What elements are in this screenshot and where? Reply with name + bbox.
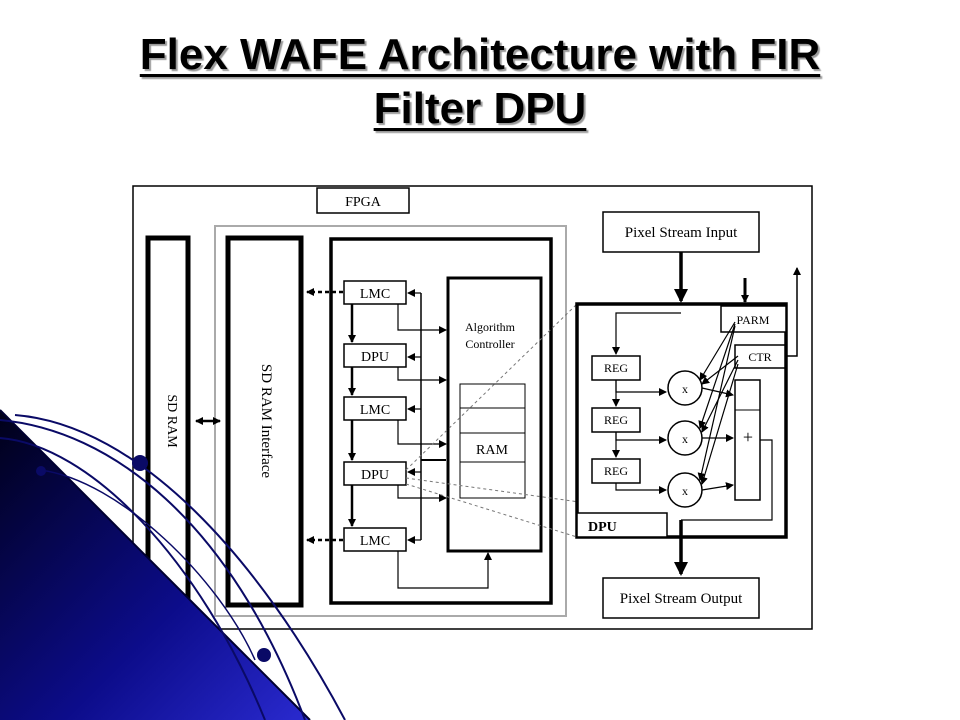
coefficient-wiring [697, 321, 739, 485]
parm-label: PARM [737, 313, 770, 327]
multiplier-2: x [667, 420, 703, 456]
ctr-label: CTR [748, 350, 771, 364]
pixel-stream-output-box [602, 577, 760, 619]
pixel-stream-output-label: Pixel Stream Output [620, 591, 743, 607]
svg-text:x: x [682, 382, 688, 396]
svg-text:REG: REG [604, 413, 628, 427]
decor-dot-2 [36, 466, 46, 476]
multiplier-3: x [667, 472, 703, 508]
adder-symbol: + [743, 427, 753, 447]
dpu-detail-label: DPU [588, 520, 617, 535]
decorative-corner [0, 409, 346, 720]
sdram-interface-label: SD RAM Interface [258, 364, 274, 478]
svg-text:REG: REG [604, 361, 628, 375]
svg-text:LMC: LMC [360, 534, 390, 549]
interface-dashed-arrows [306, 288, 343, 544]
multiplier-1: x [667, 370, 703, 406]
title-line-1: Flex WAFE Architecture with FIR [139, 30, 821, 79]
ram-label: RAM [476, 443, 508, 458]
chain-block-3: LMC [343, 396, 407, 421]
fpga-label-box [316, 187, 410, 214]
title-line-2: Filter DPU [373, 84, 587, 133]
dpu-detail-label-box [576, 512, 668, 538]
sdram-label: SD RAM [164, 394, 179, 448]
algorithm-controller-label-1: Algorithm [465, 320, 516, 334]
chain-block-2: DPU [343, 343, 407, 368]
chain-block-5: LMC [343, 527, 407, 552]
pixel-stream-input-box [602, 211, 760, 253]
reg-block-2: REG [591, 407, 641, 433]
pixel-stream-input-label: Pixel Stream Input [625, 225, 738, 241]
svg-text:REG: REG [604, 464, 628, 478]
chain-block-4: DPU [343, 461, 407, 486]
reg-wiring [612, 312, 681, 494]
svg-text:LMC: LMC [360, 287, 390, 302]
fpga-label: FPGA [345, 195, 382, 210]
svg-text:DPU: DPU [361, 350, 389, 365]
controller-ram [459, 383, 526, 499]
parm-block [720, 305, 787, 333]
svg-text:x: x [682, 484, 688, 498]
adder-wiring [681, 387, 773, 521]
decor-dot-3 [257, 648, 271, 662]
svg-text:LMC: LMC [360, 403, 390, 418]
controller-connections [397, 289, 492, 589]
algorithm-controller-label-2: Controller [465, 337, 514, 351]
reg-block-1: REG [591, 355, 641, 381]
decor-dot-1 [132, 455, 148, 471]
svg-text:x: x [682, 432, 688, 446]
chain-block-1: LMC [343, 280, 407, 305]
sdram-interface-block [225, 235, 304, 608]
slide-title: Flex WAFE Architecture with FIR Filter D… [0, 28, 960, 136]
ctr-output-arrow [786, 267, 801, 357]
reg-block-3: REG [591, 458, 641, 484]
ctr-block [734, 344, 786, 369]
svg-text:DPU: DPU [361, 468, 389, 483]
